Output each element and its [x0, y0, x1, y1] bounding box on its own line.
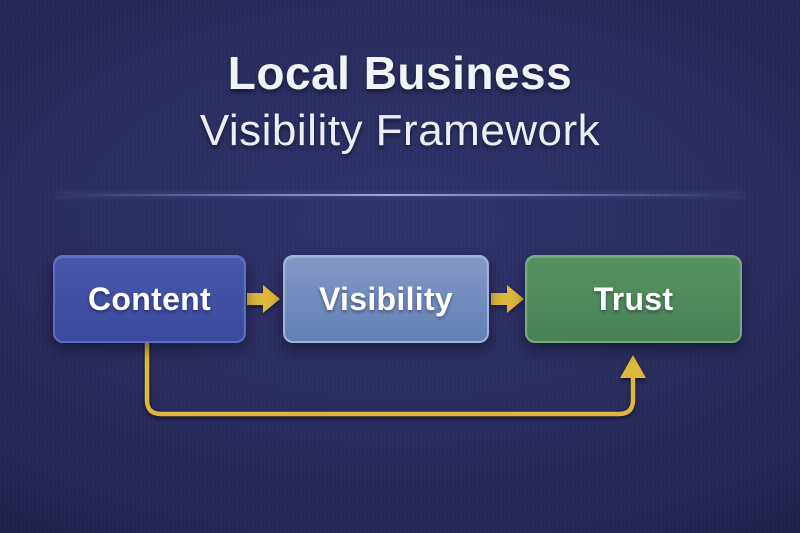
node-trust: Trust: [525, 255, 742, 343]
title-divider: [56, 194, 744, 196]
title-line-1: Local Business: [227, 47, 573, 99]
title-line-2: Visibility Framework: [199, 106, 601, 155]
feedback-loop-arrowhead-icon: [620, 355, 646, 378]
feedback-loop-arrow: [144, 342, 646, 417]
node-content: Content: [53, 255, 246, 343]
node-trust-label: Trust: [593, 280, 674, 317]
node-visibility: Visibility: [283, 255, 489, 343]
node-visibility-label: Visibility: [318, 280, 453, 317]
feedback-loop-path: [144, 342, 636, 417]
flow-arrow-content-to-visibility: [247, 285, 280, 313]
page-title: Local Business Visibility Framework: [0, 42, 800, 158]
flow-arrow-visibility-to-trust: [491, 285, 524, 313]
node-content-label: Content: [88, 280, 211, 317]
